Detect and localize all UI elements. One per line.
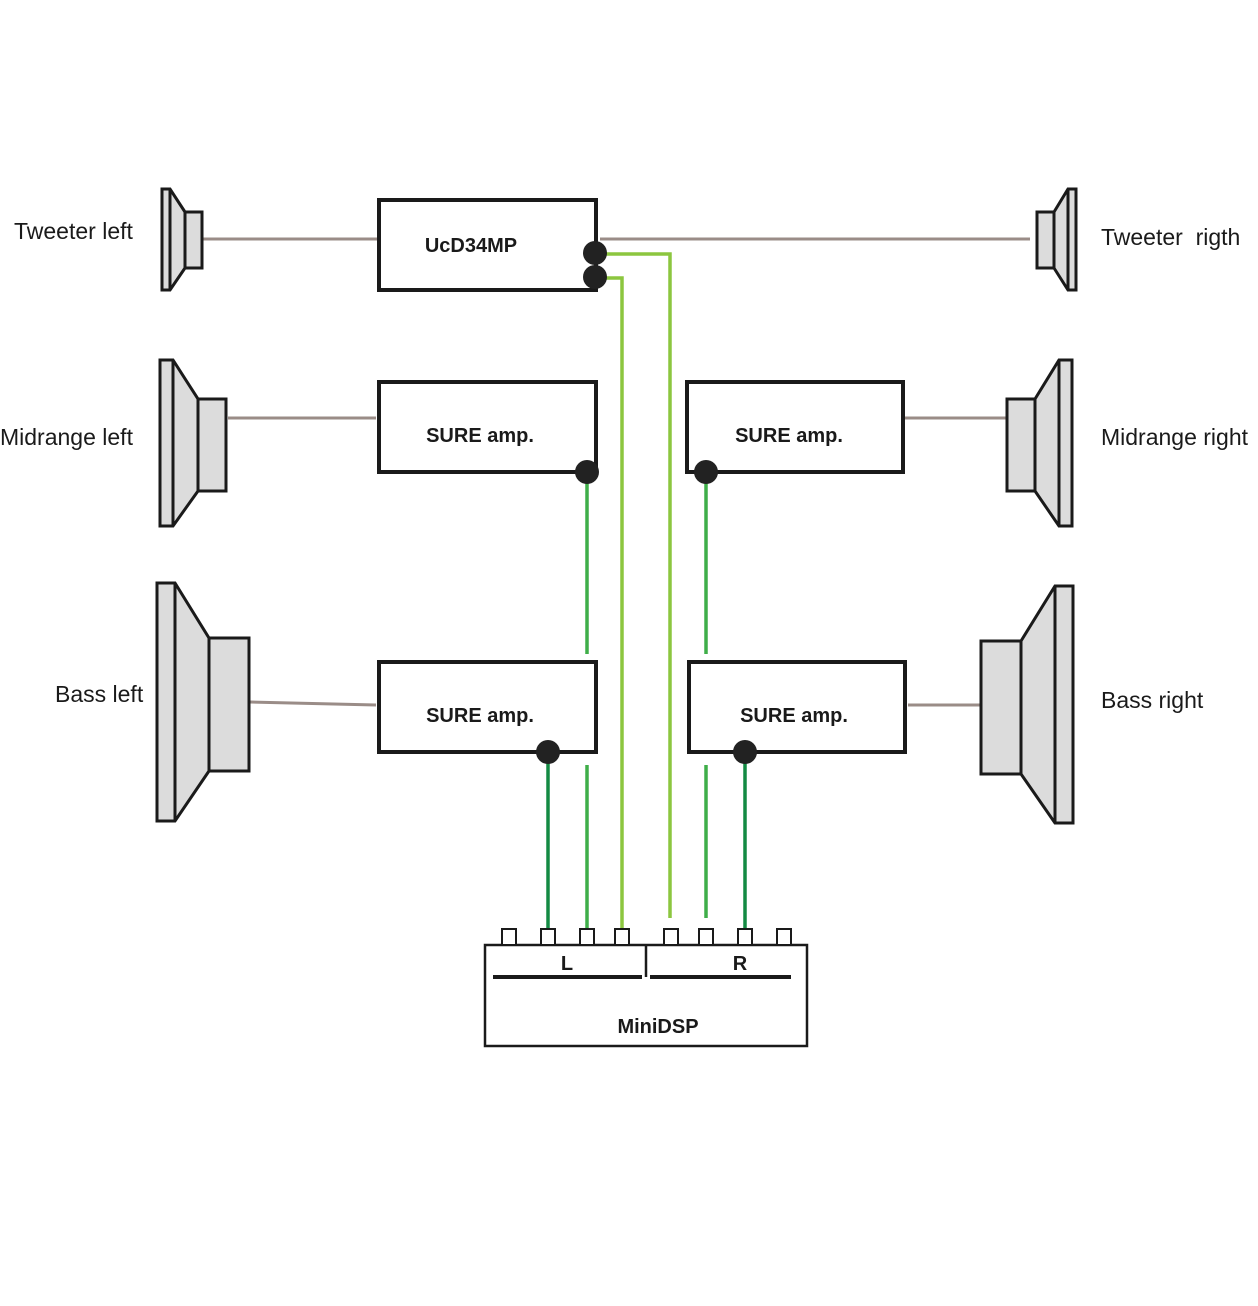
dsp-port-l2 (540, 928, 556, 946)
amp-midrange-left-label: SURE amp. (426, 425, 534, 447)
amp-ucd34mp-label: UcD34MP (425, 235, 517, 257)
amp-bass-left: SURE amp. (377, 660, 598, 754)
dsp-name-label: MiniDSP (617, 1016, 698, 1038)
dsp-port-r3 (737, 928, 753, 946)
label-bass-left: Bass left (55, 681, 144, 707)
bass-left-speaker-icon (155, 581, 251, 823)
signal-wire-tweeter-right (597, 252, 672, 918)
signal-wire-tweeter-left (597, 276, 624, 930)
jack-bass-right-input (733, 740, 757, 764)
dsp-port-r1 (663, 928, 679, 946)
amp-bass-left-label: SURE amp. (426, 705, 534, 727)
dsp-port-l1 (501, 928, 517, 946)
dsp-port-l3 (579, 928, 595, 946)
label-midrange-right: Midrange right (1101, 424, 1249, 450)
tweeter-right-speaker-icon (1035, 187, 1078, 292)
label-bass-right: Bass right (1101, 687, 1204, 713)
label-tweeter-left: Tweeter left (14, 218, 133, 244)
jack-midrange-left-input (575, 460, 599, 484)
tweeter-left-speaker-icon (160, 187, 204, 292)
amp-midrange-right-label: SURE amp. (735, 425, 843, 447)
jack-ucd34mp-input-right (583, 241, 607, 265)
jack-ucd34mp-input-left (583, 265, 607, 289)
dsp-left-channel-label: L (561, 953, 573, 975)
dsp-port-r4 (776, 928, 792, 946)
dsp-port-r2 (698, 928, 714, 946)
amp-bass-right-label: SURE amp. (740, 705, 848, 727)
amp-ucd34mp: UcD34MP (377, 198, 598, 292)
midrange-left-speaker-icon (158, 358, 228, 528)
dsp-right-channel-label: R (733, 953, 748, 975)
minidsp-unit: L R MiniDSP (483, 928, 809, 1048)
jack-midrange-right-input (694, 460, 718, 484)
label-midrange-left: Midrange left (0, 424, 134, 450)
dsp-port-l4 (614, 928, 630, 946)
amp-bass-right: SURE amp. (687, 660, 907, 754)
label-tweeter-right: Tweeter rigth (1101, 224, 1240, 250)
jack-bass-left-input (536, 740, 560, 764)
amp-midrange-right: SURE amp. (685, 380, 905, 474)
midrange-right-speaker-icon (1005, 358, 1074, 528)
amp-midrange-left: SURE amp. (377, 380, 598, 474)
bass-right-speaker-icon (979, 584, 1075, 825)
wire-bass-left (249, 700, 377, 707)
